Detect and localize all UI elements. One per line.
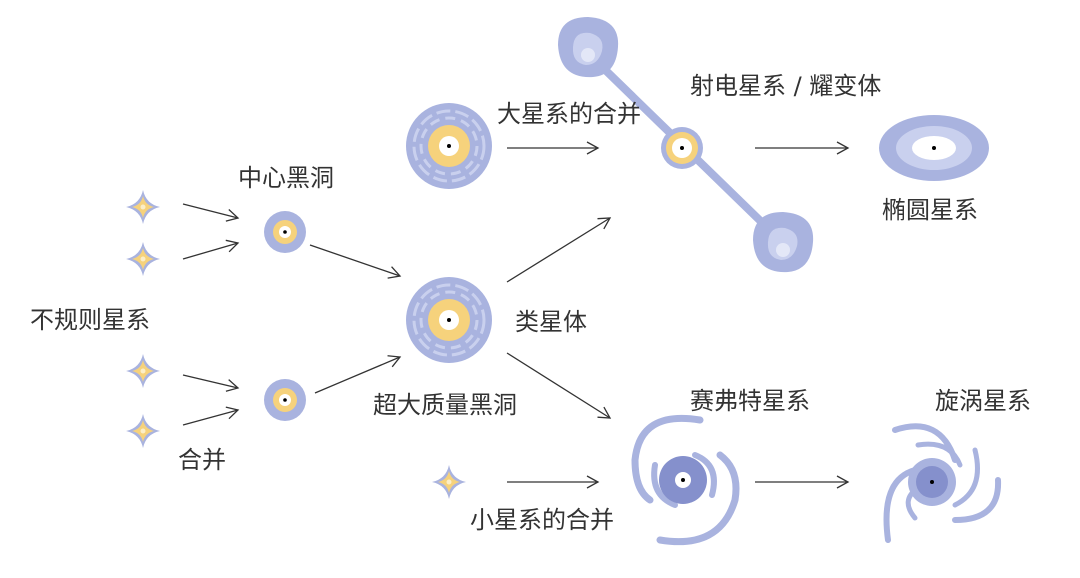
radio-galaxy-icon xyxy=(558,17,814,273)
label-quasar: 类星体 xyxy=(515,308,587,336)
label-central-black-hole: 中心黑洞 xyxy=(238,164,334,192)
irregular-galaxy-star-icon xyxy=(126,190,160,224)
irregular-galaxy-star-icon xyxy=(126,414,160,448)
irregular-galaxy-star-icon xyxy=(126,354,160,388)
arrow xyxy=(182,239,240,260)
arrow xyxy=(506,352,612,419)
merged-galaxy-icon xyxy=(264,379,306,421)
central-black-hole-galaxy-icon xyxy=(264,211,306,253)
arrow xyxy=(182,406,240,426)
arrow xyxy=(182,203,240,222)
irregular-galaxy-star-icon xyxy=(126,242,160,276)
arrow xyxy=(314,355,402,394)
seyfert-galaxy-icon xyxy=(631,414,740,546)
label-seyfert-galaxy: 赛弗特星系 xyxy=(690,387,810,415)
supermassive-black-hole-galaxy-icon xyxy=(404,275,494,365)
label-radio-galaxy-blazar: 射电星系 / 耀变体 xyxy=(690,72,881,100)
large-galaxy-icon xyxy=(404,101,494,191)
label-merger: 合并 xyxy=(178,446,226,474)
arrow xyxy=(182,374,240,392)
arrow xyxy=(506,217,612,283)
radio-lobe-icon xyxy=(753,212,814,273)
elliptical-galaxy-icon xyxy=(879,115,989,181)
label-small-galaxy-merger: 小星系的合并 xyxy=(470,506,614,534)
label-spiral-galaxy: 旋涡星系 xyxy=(935,387,1031,415)
label-supermassive-black-hole: 超大质量黑洞 xyxy=(373,391,517,419)
radio-lobe-icon xyxy=(558,17,619,78)
arrow xyxy=(309,244,402,279)
spiral-galaxy-icon xyxy=(883,423,1002,543)
small-galaxy-star-icon xyxy=(432,465,466,499)
label-irregular-galaxy: 不规则星系 xyxy=(30,306,150,334)
label-elliptical-galaxy: 椭圆星系 xyxy=(882,196,978,224)
label-big-galaxy-merger: 大星系的合并 xyxy=(497,100,641,128)
